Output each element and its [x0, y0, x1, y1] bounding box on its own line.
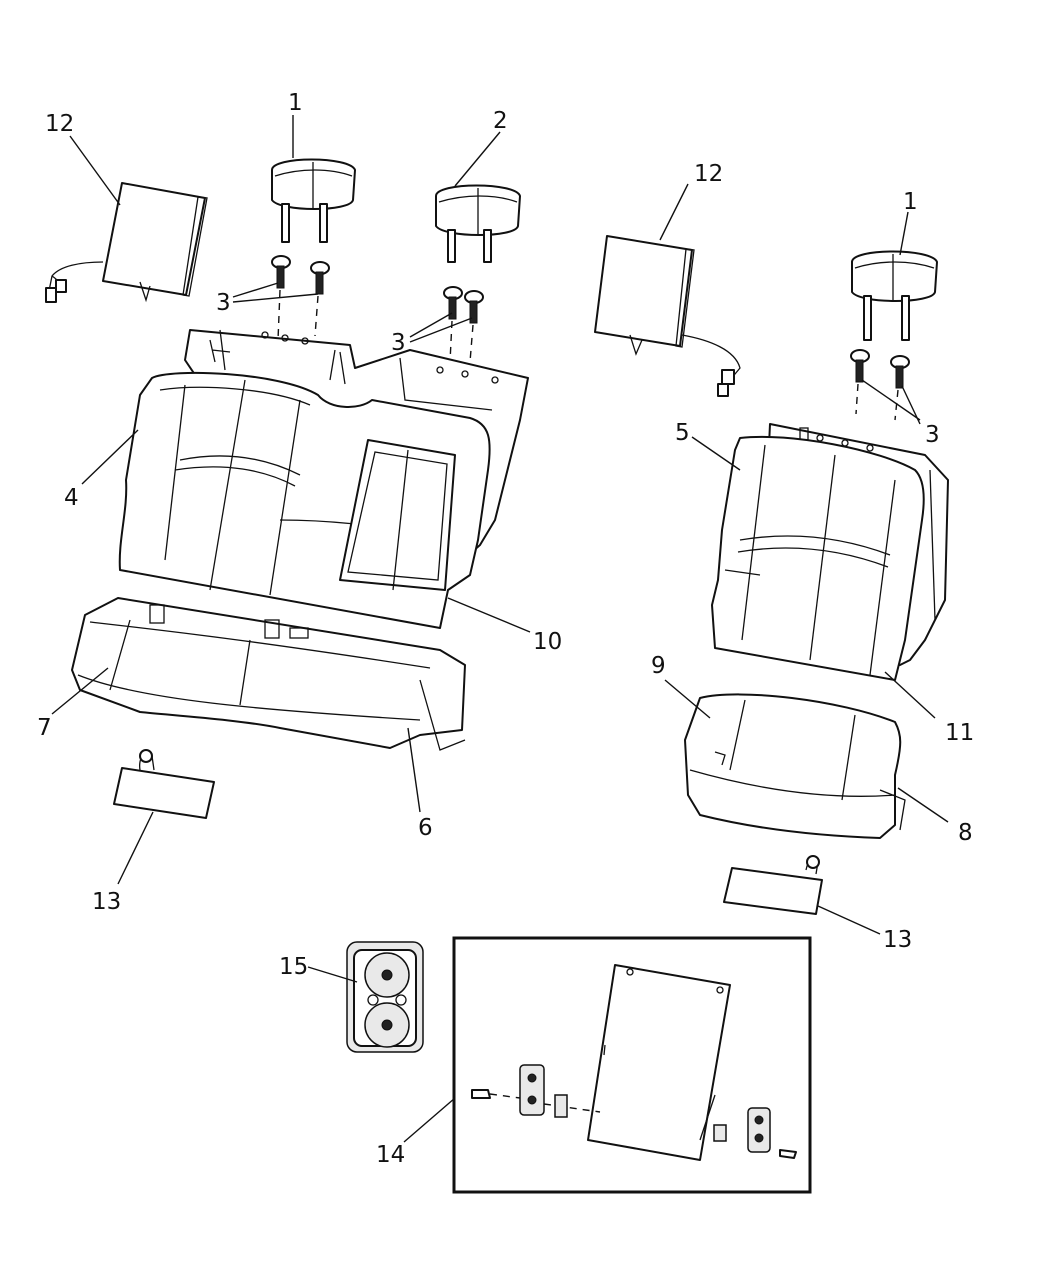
headrest-left: [271, 158, 356, 243]
callout-1-right: 1: [903, 189, 918, 215]
headrest-guides-left: [271, 255, 484, 363]
leader-lines: [51, 115, 949, 1143]
seat-cushion-left: [71, 597, 466, 751]
callout-2: 2: [493, 108, 508, 134]
armrest-detail-inset: [452, 936, 812, 1194]
callout-4: 4: [64, 485, 79, 511]
callout-13-right: 13: [883, 927, 912, 953]
headrest-right: [851, 250, 938, 341]
callout-6: 6: [418, 815, 433, 841]
heater-pad-left: [45, 182, 208, 303]
callout-1-left: 1: [288, 90, 303, 116]
callout-10: 10: [533, 629, 562, 655]
seatback-cover-right: [711, 435, 925, 681]
callout-numbers: 1 2 3 3 3 4 5 6 7 8 9 10 11 12 12 13 13 …: [37, 90, 974, 1168]
callout-12-right: 12: [694, 161, 723, 187]
heater-pad-right: [594, 235, 741, 397]
headrest-center: [435, 184, 521, 263]
callout-15: 15: [279, 954, 308, 980]
callout-11: 11: [945, 720, 974, 746]
callout-14: 14: [376, 1142, 405, 1168]
cupholder-insert: [346, 941, 424, 1053]
cushion-heater-left: [113, 749, 215, 819]
callout-9: 9: [651, 653, 666, 679]
cushion-heater-right: [723, 855, 823, 915]
headrest-guides-right: [850, 349, 910, 421]
callout-3-center: 3: [391, 330, 406, 356]
callout-7: 7: [37, 715, 52, 741]
seat-cushion-right: [684, 693, 906, 839]
callout-8: 8: [958, 820, 973, 846]
callout-5: 5: [675, 420, 690, 446]
callout-13-left: 13: [92, 889, 121, 915]
armrest-bezel: [339, 439, 456, 591]
callout-3-left: 3: [216, 290, 231, 316]
callout-12-left: 12: [45, 111, 74, 137]
callout-3-right: 3: [925, 422, 940, 448]
